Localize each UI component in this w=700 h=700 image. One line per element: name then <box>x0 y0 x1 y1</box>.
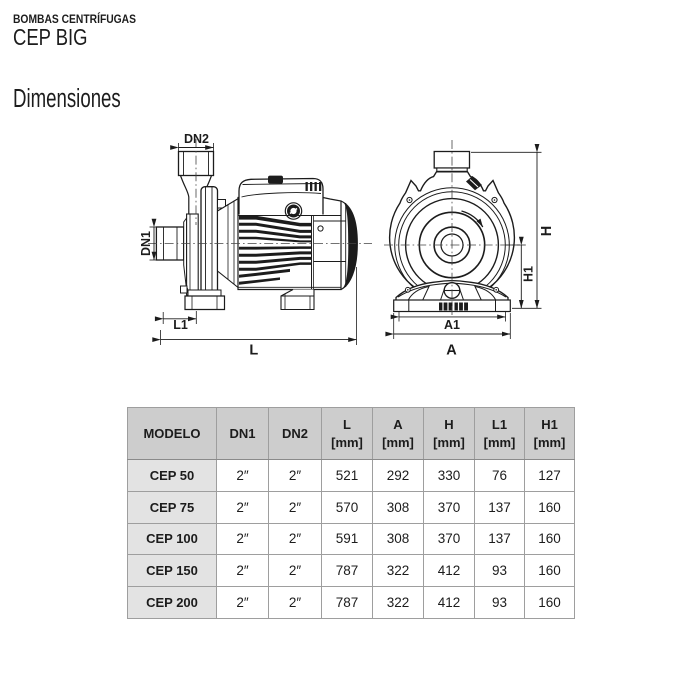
svg-text:L: L <box>249 343 258 359</box>
svg-text:A: A <box>446 343 457 359</box>
svg-text:L1: L1 <box>173 318 188 332</box>
svg-text:A1: A1 <box>444 318 460 332</box>
svg-text:DN1: DN1 <box>139 231 153 256</box>
svg-text:H: H <box>539 226 555 236</box>
svg-text:DN2: DN2 <box>184 132 209 146</box>
svg-text:H1: H1 <box>522 266 536 282</box>
